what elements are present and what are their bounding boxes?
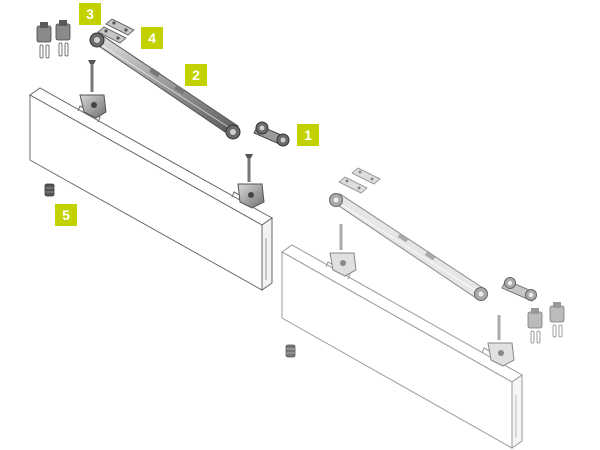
carriage-bracket-left-front: [79, 60, 107, 119]
left-assembly: [29, 18, 290, 291]
end-clips-left: [36, 20, 71, 59]
callout-2: 2: [185, 64, 207, 86]
front-trolley-right: [501, 277, 537, 302]
callout-4: 4: [141, 27, 163, 49]
end-clips-right: [527, 302, 565, 344]
rail-profile-left: [89, 32, 241, 140]
carriage-bracket-left-rear: [237, 154, 265, 209]
mounting-plates-left: [97, 18, 135, 44]
bumper-stop-right: [285, 344, 296, 358]
door-panel-right: [281, 244, 523, 449]
carriage-bracket-right-rear: [487, 315, 515, 367]
carriage-bracket-right-front: [329, 224, 357, 277]
door-panel-left: [29, 87, 273, 291]
rail-profile-right: [329, 193, 488, 301]
front-trolley-left: [253, 121, 290, 147]
callout-3: 3: [79, 3, 101, 25]
callout-5: 5: [55, 204, 77, 226]
bumper-stop-left: [44, 183, 55, 197]
callout-1: 1: [297, 124, 319, 146]
mounting-plates-right: [338, 167, 381, 194]
right-assembly: [281, 167, 565, 449]
